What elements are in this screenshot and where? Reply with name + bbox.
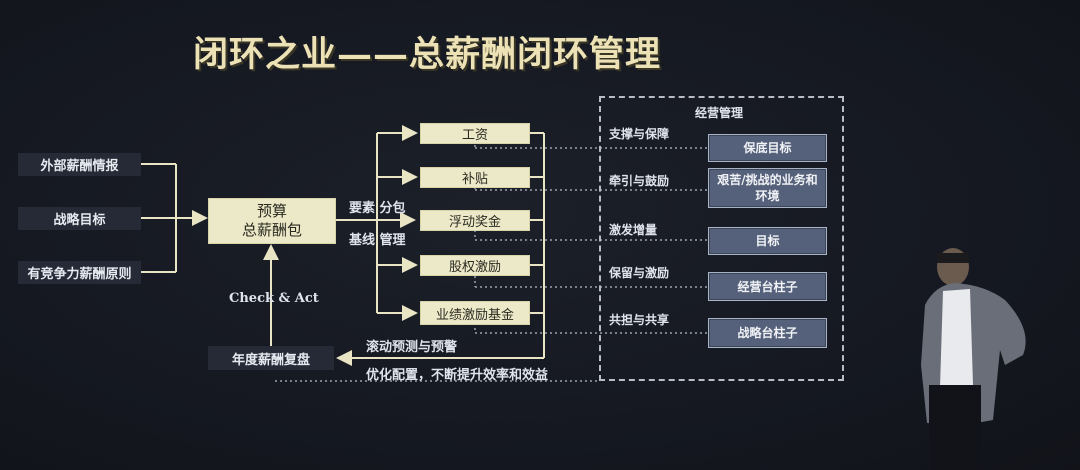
target-strategic-pillar: 战略台柱子 (708, 318, 827, 348)
split-label-baseline: 基线 管理 (349, 233, 406, 248)
target-operating-pillar: 经营台柱子 (708, 272, 827, 301)
rolling-forecast-label: 滚动预测与预警 (366, 340, 458, 355)
input-external-salary-intel: 外部薪酬情报 (18, 153, 141, 176)
budget-line2: 总薪酬包 (241, 221, 302, 239)
management-dashed-frame (599, 96, 844, 381)
budget-line1: 预算 (256, 202, 287, 220)
target-hard-business: 艰苦/挑战的业务和环境 (708, 168, 827, 208)
row-label-retention: 保留与激励 (609, 266, 670, 280)
input-competitive-principle: 有竞争力薪酬原则 (18, 261, 141, 284)
row-label-traction: 牵引与鼓励 (609, 174, 670, 188)
component-floating-bonus: 浮动奖金 (420, 210, 530, 231)
component-allowance: 补贴 (420, 167, 530, 188)
target-goal: 目标 (708, 227, 827, 255)
annual-review-box: 年度薪酬复盘 (208, 346, 334, 370)
row-label-increment: 激发增量 (609, 223, 658, 237)
row-label-sharing: 共担与共享 (609, 313, 670, 327)
check-act-label: Check & Act (229, 291, 319, 306)
management-title: 经营管理 (695, 106, 744, 120)
split-label-elements: 要素 分包 (349, 201, 406, 216)
component-performance-fund: 业绩激励基金 (420, 301, 530, 325)
component-equity-incentive: 股权激励 (420, 255, 530, 276)
presenter-figure (921, 248, 1026, 470)
budget-total-compensation-box: 预算 总薪酬包 (208, 198, 336, 244)
component-salary: 工资 (420, 123, 530, 144)
optimize-label: 优化配置，不断提升效率和效益 (366, 368, 549, 383)
target-guaranteed: 保底目标 (708, 134, 827, 162)
input-strategic-goal: 战略目标 (18, 207, 141, 230)
row-label-support: 支撑与保障 (609, 127, 670, 141)
slide-title: 闭环之业——总薪酬闭环管理 (193, 34, 662, 75)
